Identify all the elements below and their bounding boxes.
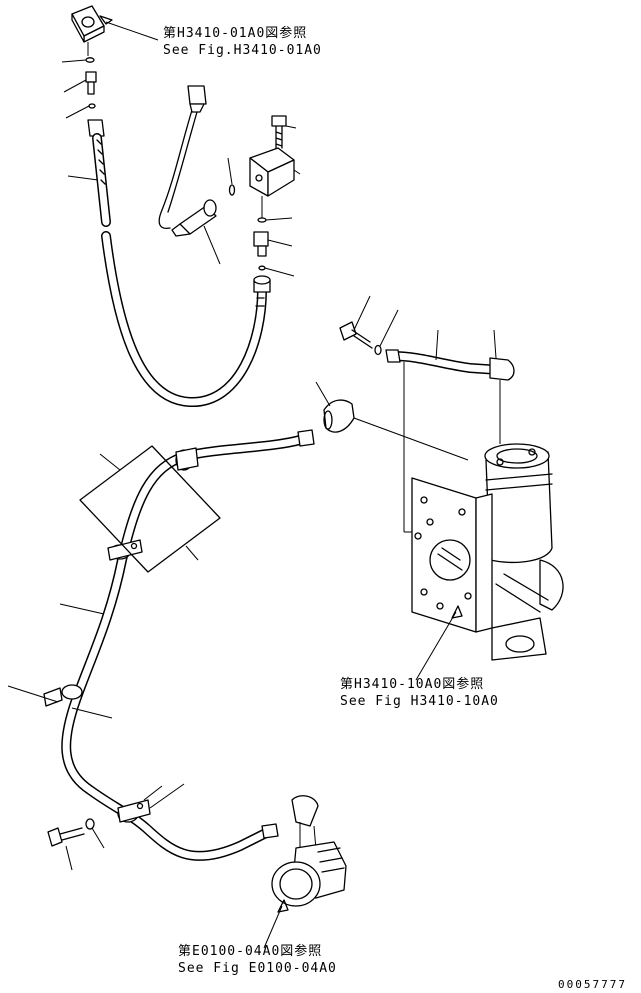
leader-clamp-4b [149, 783, 185, 809]
ref-label-bottom-en: See Fig E0100-04A0 [178, 961, 337, 976]
leader-hose-3 [59, 603, 105, 615]
mounting-plate [411, 477, 493, 633]
connector-1 [85, 71, 97, 95]
ref-arrow-bottom [277, 899, 289, 913]
washer-2 [85, 818, 95, 830]
leader-clamp-3b [71, 707, 113, 719]
leader-o-ring-5 [264, 267, 295, 277]
ref-label-right-jp: 第H3410-10A0図参照 [340, 677, 485, 692]
hose-assembly-1 [92, 133, 267, 408]
sensor-plug [187, 85, 207, 113]
clamp-detail-box [79, 445, 221, 573]
ref-label-top-en: See Fig.H3410-01A0 [163, 43, 322, 58]
ref-arrow-bottom-line [263, 905, 283, 949]
leader-o-ring-4 [265, 217, 293, 221]
leader-hose-2 [435, 329, 439, 361]
flange-block [71, 5, 105, 43]
elbow-boot [323, 399, 355, 433]
leader-clamp-4 [143, 785, 163, 801]
starter-drive-housing [491, 573, 549, 661]
elbow-boot-assembly-line [353, 417, 469, 461]
o-ring-4 [257, 217, 267, 223]
ref-arrow-top [99, 15, 113, 25]
terminal-boot [291, 795, 319, 827]
document-number: 00057777 [558, 978, 627, 991]
ref-arrow-top-line [105, 21, 159, 41]
hose-assembly-3 [61, 429, 315, 861]
bracket [249, 147, 295, 197]
bolt-1 [271, 115, 287, 149]
leader-bolt-2 [353, 295, 371, 331]
hose-fitting-top [87, 119, 105, 137]
bolt-2 [339, 321, 373, 349]
leader-hose-2-boot [493, 329, 497, 359]
alternator [271, 841, 347, 907]
leader-o-ring-2 [65, 105, 90, 119]
leader-elbow-boot [315, 381, 331, 407]
leader-clamp-box-2 [185, 545, 199, 561]
hose-clamp-1 [175, 447, 199, 471]
leader-connector-1 [63, 79, 87, 93]
hose-clamp-4 [117, 799, 151, 823]
sensor-body [171, 199, 217, 237]
o-ring-5 [258, 265, 266, 271]
leader-hose-1 [67, 175, 99, 181]
leader-bolt-3 [65, 845, 73, 871]
ref-arrow-right-line [415, 611, 457, 681]
ref-label-bottom-jp: 第E0100-04A0図参照 [178, 944, 323, 959]
leader-bolt-1 [285, 125, 297, 129]
leader-o-ring-3 [227, 157, 233, 185]
starter-motor [484, 443, 564, 611]
leader-washer-1 [379, 309, 399, 347]
leader-clamp-box-1 [99, 453, 121, 471]
bolt-3 [47, 827, 85, 847]
leader-washer-2 [91, 827, 105, 849]
leader-sensor [203, 225, 221, 265]
ref-arrow-right [451, 605, 463, 619]
o-ring-3 [228, 184, 236, 196]
o-ring-2 [88, 103, 96, 109]
hose-assembly-2 [385, 349, 515, 381]
leader-clamp-3 [7, 685, 59, 703]
leader-bracket [293, 169, 301, 175]
sensor-cable [158, 109, 198, 230]
ref-label-top-jp: 第H3410-01A0図参照 [163, 26, 308, 41]
ref-label-right-en: See Fig H3410-10A0 [340, 694, 499, 709]
o-ring-1 [85, 57, 95, 63]
hose-end-hatch [255, 297, 265, 307]
leader-connector-2 [267, 239, 293, 247]
connector-2 [253, 231, 269, 257]
washer-1 [374, 344, 382, 356]
hose-fitting-bottom [253, 275, 271, 293]
leader-o-ring-1 [61, 59, 87, 63]
